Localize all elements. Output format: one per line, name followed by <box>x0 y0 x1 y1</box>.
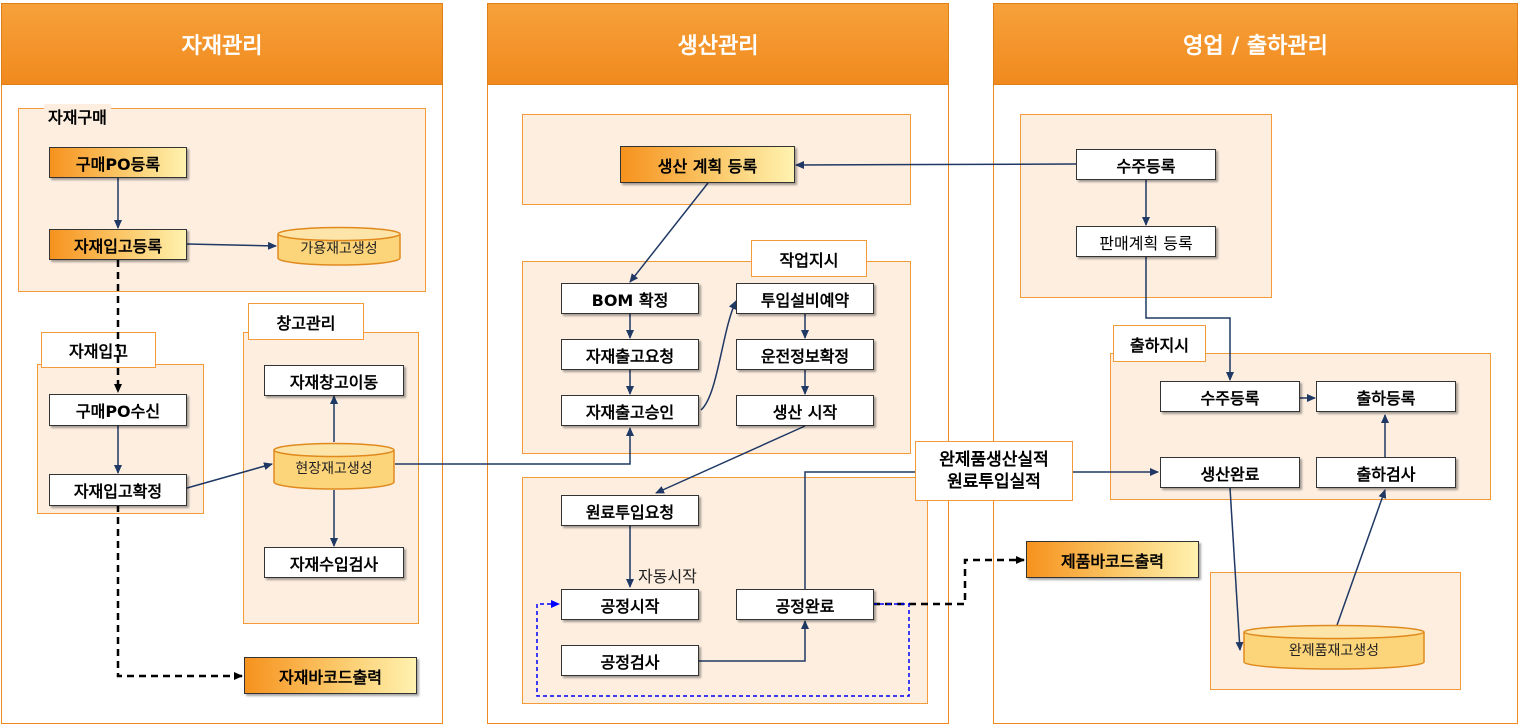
arrow-plan-to-bom <box>629 182 709 283</box>
material-barcode-box: 자재바코드출력 <box>244 657 417 694</box>
arrow-approve-to-equipment <box>700 300 737 411</box>
receipt-register-box: 자재입고등록 <box>49 229 187 260</box>
shipping-group-label: 출하지시 <box>1113 325 1206 362</box>
dashed-loop-back-to-processstart <box>536 600 910 697</box>
results-line2: 원료투입실적 <box>947 472 1041 492</box>
warehouse-group-label: 창고관리 <box>248 303 364 340</box>
arrow-start-to-rawrequest <box>655 425 806 494</box>
material-issue-approve-box: 자재출고승인 <box>561 395 699 426</box>
po-receive-box: 구매PO수신 <box>49 394 187 426</box>
incoming-inspection-box: 자재수입검사 <box>264 547 404 578</box>
site-stock-label: 현장재고생성 <box>295 461 373 477</box>
arrow-prodcomplete-to-stock <box>1229 487 1244 651</box>
arrow-salesplan-to-order2 <box>1145 256 1234 381</box>
finished-stock-cylinder <box>1243 624 1425 670</box>
receipt-confirm-box: 자재입고확정 <box>49 474 187 506</box>
arrow-confirm-to-sitestock <box>186 462 273 489</box>
process-complete-box: 공정완료 <box>736 589 874 620</box>
shipping-register-box: 출하등록 <box>1316 381 1456 412</box>
production-complete-box: 생산완료 <box>1160 457 1300 488</box>
production-column-header: 생산관리 <box>487 3 949 85</box>
site-stock-cylinder <box>273 442 395 490</box>
bom-confirm-box: BOM 확정 <box>561 283 699 314</box>
warehouse-move-box: 자재창고이동 <box>264 365 404 396</box>
process-inspection-box: 공정검사 <box>561 645 699 676</box>
dashed-confirm-to-barcode <box>116 505 243 680</box>
product-barcode-box: 제품바코드출력 <box>1026 541 1199 578</box>
finished-stock-label: 완제품재고생성 <box>1288 643 1380 659</box>
arrow-stock-to-shipinspect <box>1335 489 1387 629</box>
material-issue-request-box: 자재출고요청 <box>561 339 699 370</box>
available-stock-label: 가용재고생성 <box>300 241 378 257</box>
process-start-box: 공정시작 <box>561 589 699 620</box>
available-stock-cylinder <box>277 226 401 266</box>
production-start-box: 생산 시작 <box>736 395 874 426</box>
order-register2-box: 수주등록 <box>1160 381 1300 412</box>
auto-start-note: 자동시작 <box>638 567 697 586</box>
po-register-box: 구매PO등록 <box>49 147 187 178</box>
work-order-group-label: 작업지시 <box>751 240 867 277</box>
arrow-sitestock-to-approve <box>395 427 634 465</box>
production-plan-box: 생산 계획 등록 <box>620 146 795 183</box>
arrow-order-to-plan <box>795 160 1077 169</box>
sales-column-header: 영업 / 출하관리 <box>993 3 1518 85</box>
material-column-header: 자재관리 <box>1 3 443 85</box>
receipt-group-label: 자재입고 <box>41 332 156 368</box>
equipment-reserve-box: 투입설비예약 <box>736 283 874 314</box>
raw-material-request-box: 원료투입요청 <box>561 495 699 526</box>
arrow-inspection-to-complete <box>698 620 809 662</box>
arrow-receipt-to-available <box>186 241 277 250</box>
sales-plan-box: 판매계획 등록 <box>1076 226 1216 257</box>
order-register-box: 수주등록 <box>1076 149 1216 180</box>
dashed-complete-to-productbarcode <box>873 556 1025 606</box>
shipping-inspection-box: 출하검사 <box>1316 457 1456 488</box>
results-line1: 완제품생산실적 <box>939 450 1049 470</box>
production-results-box: 완제품생산실적 원료투입실적 <box>915 441 1073 501</box>
operation-confirm-box: 운전정보확정 <box>736 339 874 370</box>
purchase-group-label: 자재구매 <box>44 104 111 128</box>
